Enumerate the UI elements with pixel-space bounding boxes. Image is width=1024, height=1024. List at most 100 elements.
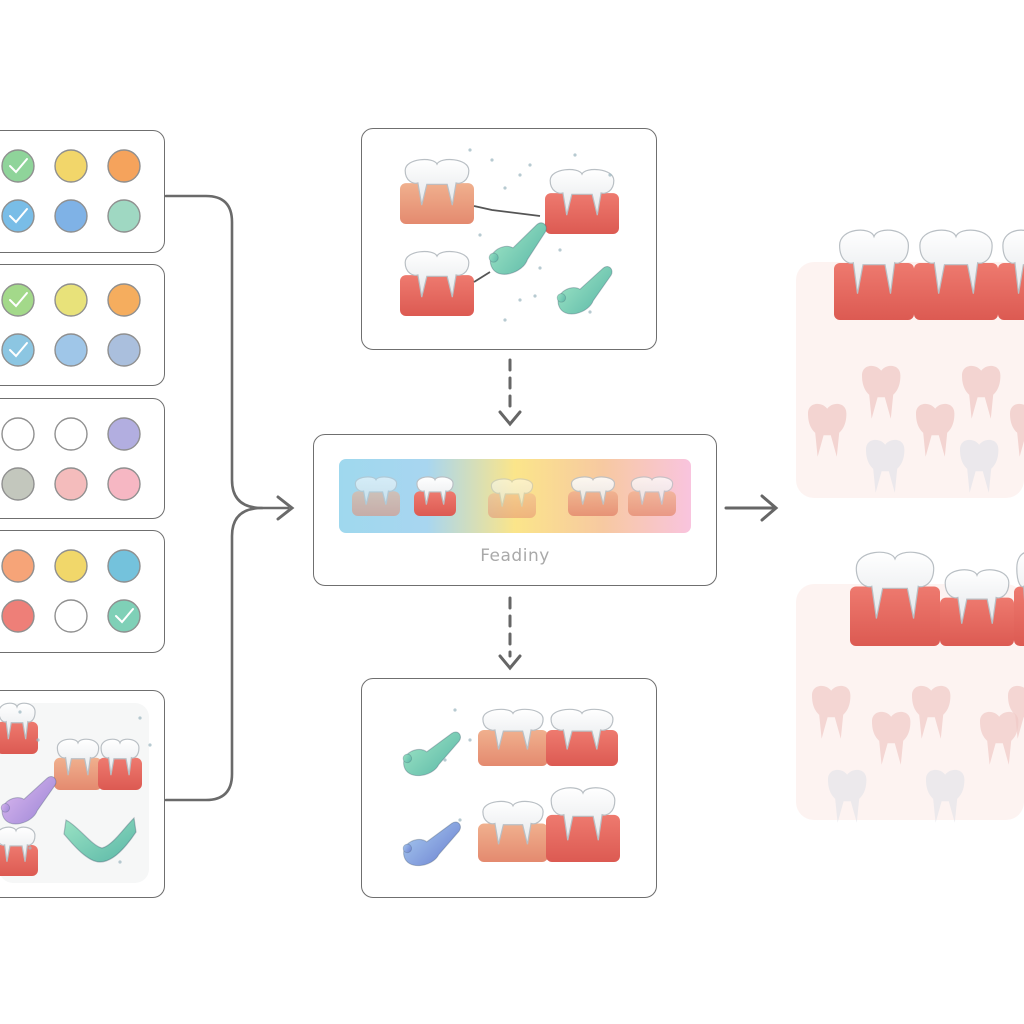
- color-swatch: [1, 149, 35, 183]
- tooth-gum-icon: [98, 738, 142, 790]
- speck: [558, 248, 562, 252]
- dental-tool-icon: [0, 776, 57, 825]
- tooth-gum-icon: [998, 229, 1024, 320]
- tooth-gum-icon: [914, 229, 998, 320]
- color-swatch: [1, 467, 35, 501]
- tooth-gum-icon: [545, 168, 619, 234]
- tooth-gum-icon: [488, 478, 536, 518]
- speck: [28, 846, 32, 850]
- speck: [148, 743, 152, 747]
- speck: [533, 294, 537, 298]
- color-swatch: [107, 549, 141, 583]
- color-swatch: [1, 199, 35, 233]
- color-swatch: [1, 599, 35, 633]
- tooth-gum-icon: [0, 702, 38, 754]
- check-icon: [115, 608, 134, 624]
- speck: [453, 708, 457, 712]
- arrow-right-icon: [724, 494, 779, 522]
- ghost-tooth-icon: [926, 769, 965, 823]
- tooth-gum-icon: [400, 158, 474, 224]
- swatch-panel-1: [0, 130, 165, 253]
- ghost-tooth-icon: [1008, 685, 1024, 739]
- color-swatch: [54, 599, 88, 633]
- color-swatch: [1, 333, 35, 367]
- speck: [538, 266, 542, 270]
- tooth-gum-icon: [54, 738, 102, 790]
- color-swatch: [54, 149, 88, 183]
- color-swatch: [107, 333, 141, 367]
- dental-tool-icon: [556, 266, 613, 315]
- tooth-gum-icon: [546, 787, 620, 862]
- color-swatch: [54, 467, 88, 501]
- ghost-tooth-icon: [812, 685, 851, 739]
- swatch-dots-layer: [1, 149, 141, 633]
- speck: [138, 716, 142, 720]
- ghost-tooth-icon: [1010, 403, 1024, 457]
- speck: [468, 738, 472, 742]
- color-swatch: [107, 283, 141, 317]
- swatch-panel-4: [0, 530, 165, 653]
- tooth-gum-icon: [940, 569, 1014, 646]
- ghost-teeth-layer: [808, 365, 1024, 823]
- ghost-tooth-icon: [808, 403, 847, 457]
- tooth-gum-icon: [568, 476, 618, 516]
- connector-left: [164, 194, 295, 802]
- speck: [468, 148, 472, 152]
- color-swatch: [54, 283, 88, 317]
- ghost-tooth-icon: [828, 769, 867, 823]
- color-swatch: [1, 549, 35, 583]
- speck-layer: [18, 148, 612, 864]
- tooth-gum-icon: [414, 476, 456, 516]
- speck: [503, 318, 507, 322]
- speck: [503, 186, 507, 190]
- dental-tool-icon: [402, 731, 461, 776]
- color-swatch: [107, 467, 141, 501]
- tooth-gum-icon: [478, 800, 548, 862]
- tooth-gum-icon: [352, 476, 400, 516]
- speck: [573, 153, 577, 157]
- color-swatch: [107, 199, 141, 233]
- dashed-arrow-down-icon-2: [498, 596, 522, 671]
- color-swatch: [54, 417, 88, 451]
- speck: [518, 173, 522, 177]
- speck: [608, 173, 612, 177]
- tooth-gum-icon: [400, 250, 474, 316]
- color-swatch: [107, 599, 141, 633]
- tooth-gum-icon: [628, 476, 676, 516]
- speck: [118, 860, 122, 864]
- speck: [458, 818, 462, 822]
- ghost-tooth-icon: [962, 365, 1001, 419]
- speck: [588, 310, 592, 314]
- teeth-layer: [0, 158, 1024, 876]
- check-icon: [9, 158, 28, 174]
- ghost-tooth-icon: [980, 711, 1019, 765]
- speck: [36, 738, 40, 742]
- ghost-tooth-icon: [872, 711, 911, 765]
- color-swatch: [107, 149, 141, 183]
- link-line: [473, 271, 491, 283]
- ghost-tooth-icon: [916, 403, 955, 457]
- speck: [528, 163, 532, 167]
- speck: [478, 233, 482, 237]
- tooth-gum-icon: [850, 551, 940, 646]
- check-icon: [9, 292, 28, 308]
- tool-layer: [0, 205, 613, 866]
- color-swatch: [107, 417, 141, 451]
- check-icon: [9, 208, 28, 224]
- color-swatch: [54, 199, 88, 233]
- dental-tool-icon: [402, 821, 461, 866]
- tooth-gum-icon: [0, 826, 38, 876]
- speck: [490, 158, 494, 162]
- tooth-gum-icon: [546, 708, 618, 766]
- dental-tool-icon: [488, 222, 547, 275]
- tooth-gum-icon: [478, 708, 548, 766]
- color-swatch: [54, 333, 88, 367]
- tooth-gum-icon: [834, 229, 914, 320]
- aligner-icon: [63, 816, 137, 863]
- dashed-arrow-down-icon: [498, 358, 522, 427]
- check-icon: [9, 342, 28, 358]
- color-swatch: [1, 417, 35, 451]
- tooth-gum-icon: [1014, 552, 1024, 646]
- speck: [443, 758, 447, 762]
